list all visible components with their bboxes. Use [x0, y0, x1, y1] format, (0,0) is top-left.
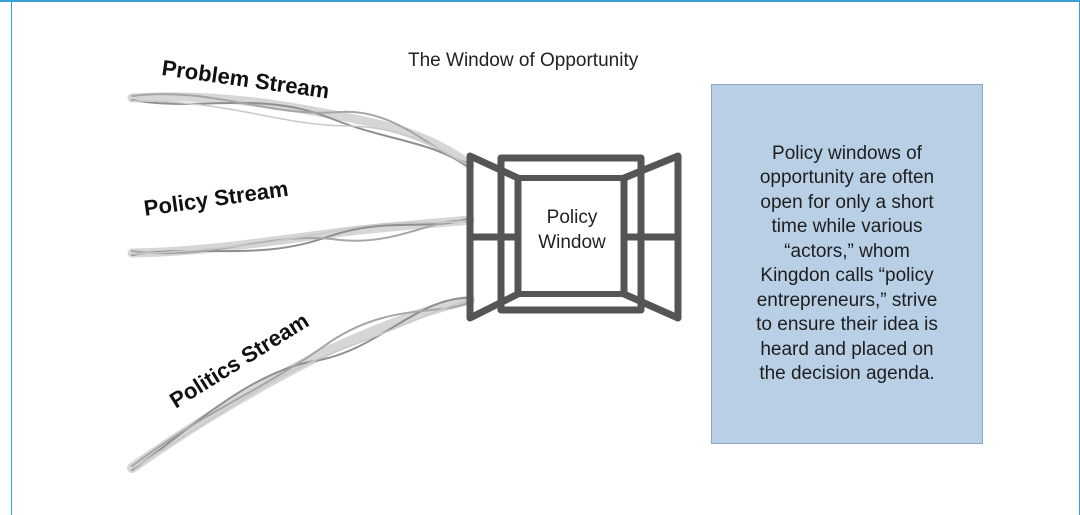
callout-line: to ensure their idea is: [756, 314, 938, 335]
callout-line: Kingdon calls “policy: [760, 265, 934, 286]
policy-window-label: Policy Window: [522, 205, 622, 255]
callout-line: Policy windows of: [772, 142, 922, 164]
problem-stream: [127, 92, 475, 170]
callout-line: time while various: [771, 216, 923, 237]
frame-top-border: [0, 0, 1080, 2]
callout-line: the decision agenda.: [759, 363, 935, 384]
callout-line: opportunity are often: [759, 167, 935, 188]
policy-stream: [127, 215, 475, 258]
callout-line: heard and placed on: [760, 338, 934, 360]
policy-window: [466, 152, 682, 322]
callout-text: Policy windows of opportunity are often …: [732, 142, 962, 387]
callout-line: entrepreneurs,” strive: [756, 289, 938, 311]
callout-box: Policy windows of opportunity are often …: [711, 84, 983, 444]
callout-line: “actors,” whom: [784, 240, 910, 262]
frame-left-border: [11, 0, 12, 515]
diagram-title: The Window of Opportunity: [408, 50, 639, 71]
callout-line: open for only a short: [760, 191, 934, 213]
policy-window-label-line: Policy: [546, 207, 598, 228]
politics-stream: [127, 295, 475, 473]
policy-window-label-line: Window: [538, 232, 606, 253]
